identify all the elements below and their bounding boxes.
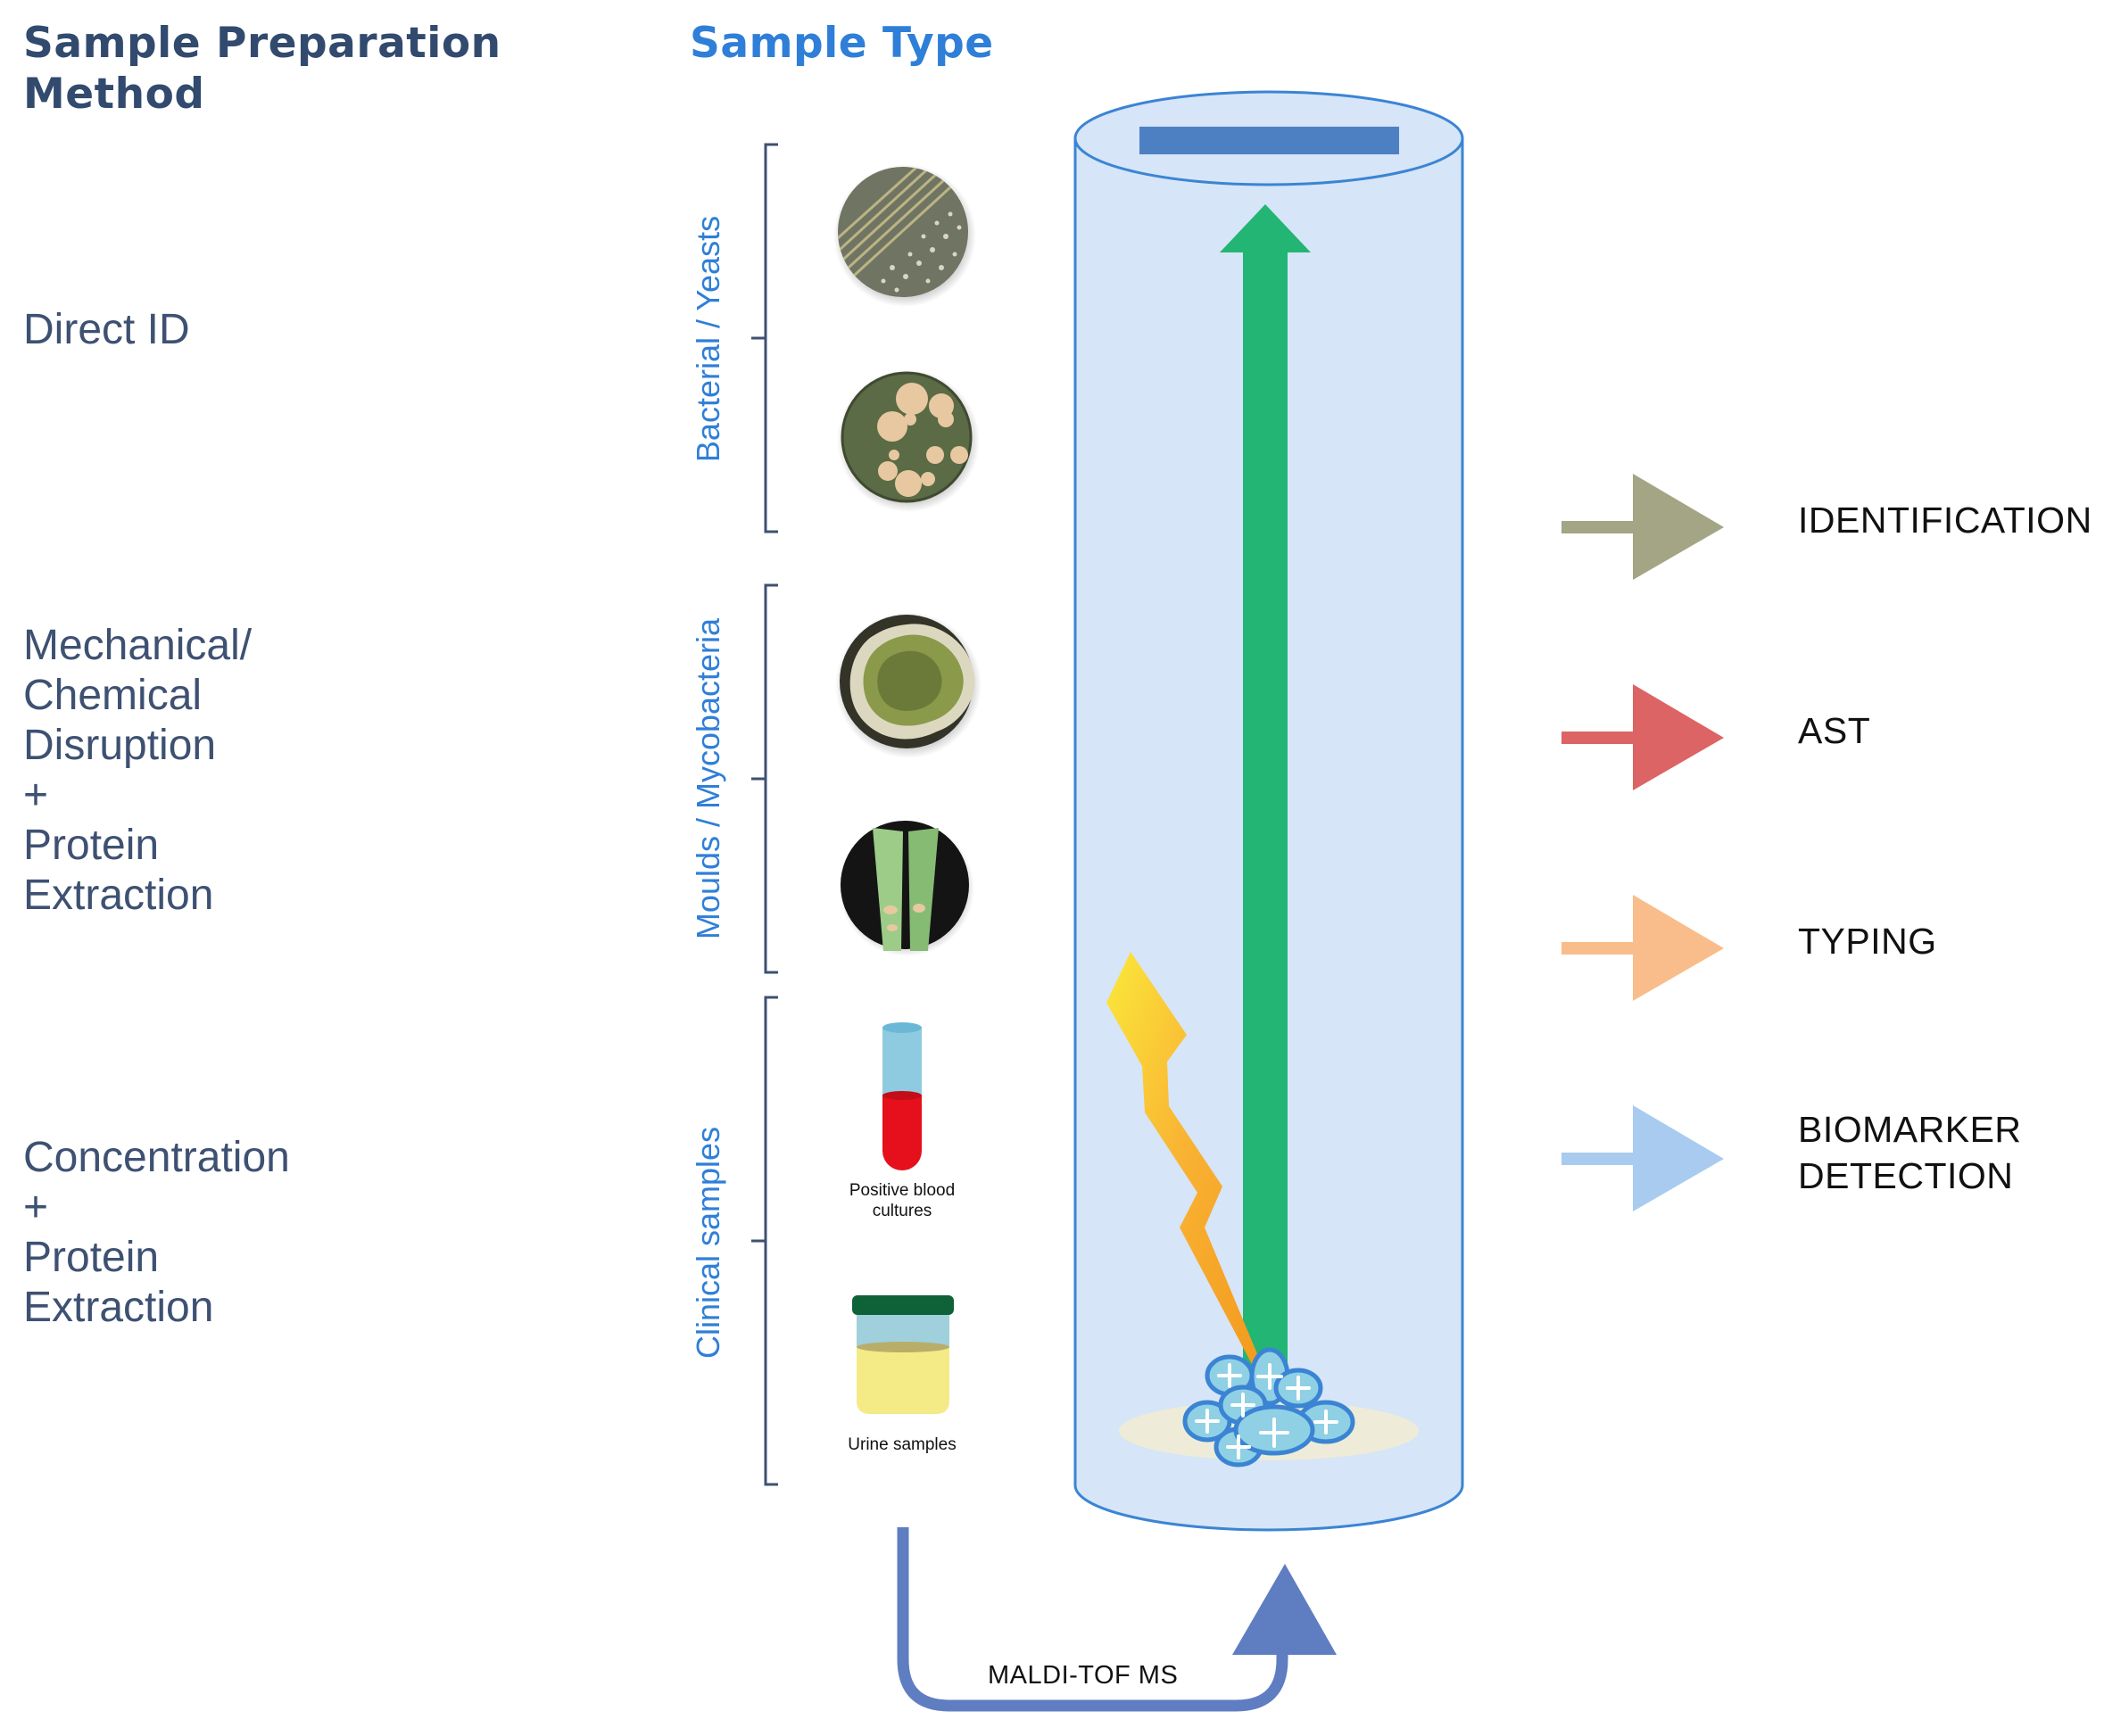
output-arrow-typing bbox=[1561, 895, 1724, 1001]
flight-arrow bbox=[1220, 204, 1311, 1383]
method-direct-id: Direct ID bbox=[23, 306, 190, 353]
caption-positive-blood-cultures: Positive blood cultures bbox=[849, 1181, 956, 1220]
bracket-moulds-mycobacteria bbox=[751, 583, 778, 974]
bracket-bacterial-yeasts bbox=[751, 143, 778, 533]
output-label-typing: TYPING bbox=[1798, 921, 1937, 962]
bracket-clinical-samples bbox=[751, 996, 778, 1486]
detector-bar bbox=[1139, 127, 1399, 154]
method-concentration: Concentration + Protein Extraction bbox=[23, 1134, 290, 1331]
process-label-maldi-tof-ms: MALDI-TOF MS bbox=[988, 1661, 1179, 1690]
output-label-ast: AST bbox=[1798, 710, 1871, 751]
culture-plate-icon bbox=[833, 164, 976, 307]
header-sample-type: Sample Type bbox=[690, 19, 994, 68]
colony-plate-icon bbox=[837, 369, 980, 512]
process-arrow bbox=[897, 1527, 1337, 1712]
output-arrow-biomarker-detection bbox=[1561, 1105, 1724, 1211]
method-mechanical-chemical-disruption: Mechanical/ Chemical Disruption + Protei… bbox=[23, 622, 253, 919]
header-sample-preparation-method: Sample Preparation Method bbox=[23, 19, 501, 119]
laser-bolt-icon bbox=[1106, 952, 1258, 1368]
urine-container-icon bbox=[852, 1295, 954, 1414]
output-arrow-ast bbox=[1561, 684, 1724, 790]
output-label-biomarker-detection: BIOMARKER DETECTION bbox=[1798, 1109, 2022, 1196]
mould-plate-icon bbox=[835, 612, 982, 758]
blood-tube-icon bbox=[882, 1022, 922, 1170]
output-label-identification: IDENTIFICATION bbox=[1798, 500, 2092, 541]
output-arrow-identification bbox=[1561, 474, 1724, 580]
group-brackets bbox=[751, 143, 778, 1486]
caption-urine-samples: Urine samples bbox=[848, 1435, 957, 1454]
mycobacteria-tube-icon bbox=[839, 821, 974, 956]
